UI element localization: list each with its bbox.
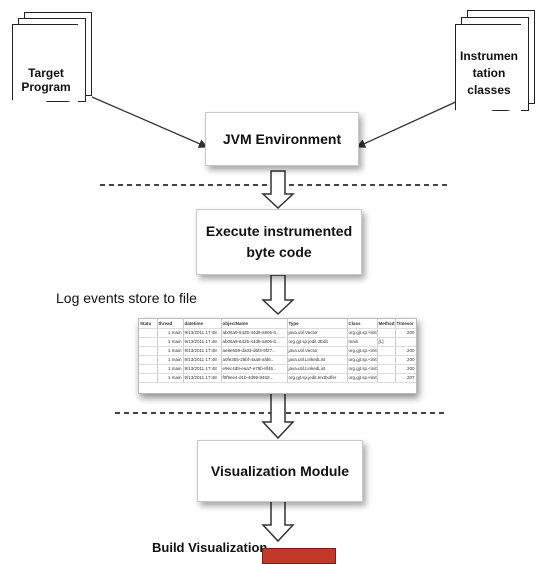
log-column-header: Type	[287, 319, 348, 329]
log-table-cell: org.gjt.sp.jedit.JEdit	[287, 337, 348, 347]
log-table-cell	[395, 337, 416, 347]
log-events-table: Statu thread datetime objectName Type Cl…	[138, 318, 417, 394]
log-table-cell: 200	[395, 346, 416, 356]
log-table-cell: 207	[395, 373, 416, 383]
log-table-cell: 9/13/2011 17:48	[183, 337, 222, 347]
jvm-environment-label: JVM Environment	[222, 130, 342, 147]
jvm-environment-box: JVM Environment	[205, 112, 359, 166]
block-arrow-jvm-to-execute	[261, 170, 295, 210]
log-table-cell	[139, 373, 158, 383]
log-table-cell: 1 main	[157, 373, 184, 383]
log-table-cell: org.gjt.sp.<init>	[347, 346, 378, 356]
log-column-header: datetime	[183, 319, 222, 329]
log-table-cell: e9ec4d9-eaa7-e75b-8f46...	[221, 364, 288, 374]
log-table-cell: f0f9ee4-d1b-4d99-8462...	[221, 373, 288, 383]
target-program-label: Target Program	[21, 66, 71, 94]
visualization-module-label: Visualization Module	[210, 462, 350, 479]
block-arrow-execute-to-log	[261, 274, 295, 316]
log-table-cell: 9/13/2011 17:48	[183, 328, 222, 338]
execute-bytecode-box: Execute instrumented byte code	[196, 209, 362, 275]
block-arrow-log-to-visual	[261, 391, 295, 440]
log-table-cell: org.gjt.sp.<init>	[347, 364, 378, 374]
log-table-cell: 1 main	[157, 337, 184, 347]
log-table-cell: org.gjt.sp.<init>	[347, 328, 378, 338]
log-table-cell: 9/13/2011 17:48	[183, 355, 222, 365]
log-table-cell	[139, 328, 158, 338]
log-table-cell: a0fe355-26bf-4aa8-afd6...	[221, 355, 288, 365]
log-table-cell: 1 main	[157, 346, 184, 356]
log-column-header: thread	[157, 319, 184, 329]
log-table-cell: java.util.LinkedList	[287, 355, 348, 365]
visualization-module-box: Visualization Module	[197, 440, 363, 502]
log-table-cell: ab06a9-6425-44d8-a806-b...	[221, 328, 288, 338]
log-table-cell	[139, 355, 158, 365]
log-table-cell	[139, 364, 158, 374]
document-page-front	[455, 24, 523, 118]
log-table-cell: org.gjt.sp.jedit.textbuffer	[287, 373, 348, 383]
log-table-cell	[377, 373, 396, 383]
log-table-cell: ae8e559-da03-d6f3-9f27...	[221, 346, 288, 356]
log-table-cell: org.gjt.sp.<init>	[347, 373, 378, 383]
log-table-cell: [L]	[377, 337, 396, 347]
build-visualization-caption: Build Visualization	[152, 540, 268, 555]
log-column-header: Class	[347, 319, 378, 329]
document-page-front	[12, 24, 80, 108]
log-events-caption: Log events store to file	[56, 290, 197, 306]
log-table-cell: java.util.Vector	[287, 328, 348, 338]
log-column-header: objectName	[221, 319, 288, 329]
log-table-cell: 9/13/2011 17:48	[183, 373, 222, 383]
log-table-cell: org.gjt.sp.<init>	[347, 355, 378, 365]
log-table-cell: java.util.LinkedList	[287, 364, 348, 374]
log-table-cell	[377, 355, 396, 365]
visualization-output-block	[262, 548, 336, 564]
log-table-cell: 1 main	[157, 355, 184, 365]
instrumentation-classes-label: Instrumen tation classes	[459, 49, 518, 97]
log-table-cell	[377, 364, 396, 374]
log-table-cell	[377, 328, 396, 338]
log-table-cell: 1 main	[157, 364, 184, 374]
block-arrow-visual-to-build	[261, 499, 295, 543]
log-table-cell: 200	[395, 364, 416, 374]
log-table-cell	[139, 337, 158, 347]
instrumentation-classes-document: Instrumen tation classes	[455, 10, 539, 122]
log-table-cell: 1 main	[157, 328, 184, 338]
edge-instr-to-jvm	[356, 99, 461, 148]
log-table-header-row: Statu thread datetime objectName Type Cl…	[139, 319, 416, 329]
log-table-cell: ab06a9-6425-44d8-a806-b...	[221, 337, 288, 347]
log-table-cell: main	[347, 337, 378, 347]
log-table-cell: 9/13/2011 17:48	[183, 364, 222, 374]
log-table-cell: 9/13/2011 17:48	[183, 346, 222, 356]
execute-bytecode-label: Execute instrumented byte code	[205, 223, 353, 260]
edge-target-to-jvm	[91, 96, 208, 148]
log-table-cell: java.util.Vector	[287, 346, 348, 356]
log-column-header: Timesor	[395, 319, 416, 329]
log-table-cell	[139, 346, 158, 356]
log-table-cell	[377, 346, 396, 356]
log-table-cell: 200	[395, 328, 416, 338]
target-program-document: Target Program	[12, 12, 92, 112]
log-column-header: Statu	[139, 319, 158, 329]
log-table-cell: 200	[395, 355, 416, 365]
log-column-header: Method	[377, 319, 396, 329]
